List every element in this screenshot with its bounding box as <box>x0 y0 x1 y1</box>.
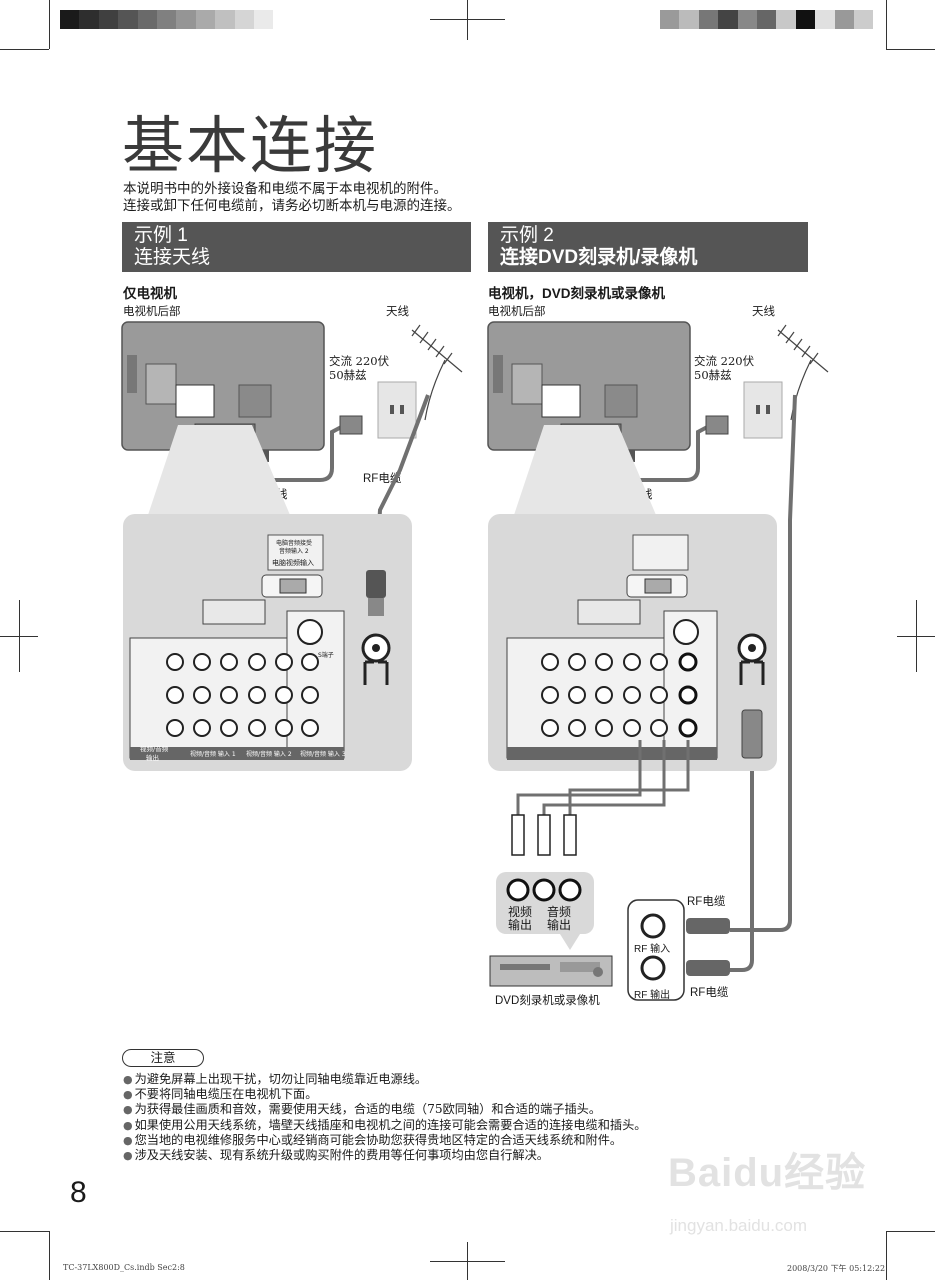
ex1-s-terminal-label: S端子 <box>318 652 334 659</box>
ex2-video-out-line-2: 输出 <box>508 918 533 932</box>
ex2-rf-cable-bottom-label: RF电缆 <box>690 987 729 999</box>
note-item: 如果使用公用天线系统，墙壁天线插座和电视机之间的连接可能会需要合适的连接电缆和插… <box>123 1118 647 1133</box>
ex1-av-out-2: 输出 <box>146 754 159 762</box>
dvd-recorder-device <box>489 955 613 987</box>
example2-number: 示例 2 <box>500 225 554 246</box>
ex2-rf-in-label: RF 输入 <box>634 944 671 955</box>
baidu-watermark: Baidu经验 <box>668 1151 867 1195</box>
ex1-in1-label: 视频/音频 输入 1 <box>190 751 236 758</box>
note-item: 为避免屏幕上出现干扰，切勿让同轴电缆靠近电源线。 <box>123 1072 646 1087</box>
example2-subtitle: 电视机，DVD刻录机或录像机 <box>488 286 666 301</box>
notes-header: 注意 <box>122 1049 204 1067</box>
ex1-ac-label-1: 交流 220伏 <box>329 354 390 368</box>
ex1-av-out-1: 视频/音频 <box>140 745 169 753</box>
footer-file: TC-37LX800D_Cs.indb Sec2:8 <box>63 1263 185 1272</box>
ex2-tv-back-label: 电视机后部 <box>488 304 546 318</box>
ex1-antenna <box>411 324 463 421</box>
grayscale-bar-left <box>60 10 274 29</box>
note-item: 为获得最佳画质和音效，需要使用天线，合适的电缆（75欧同轴）和合适的端子插头。 <box>123 1102 646 1117</box>
ex1-ac-label-2: 50赫兹 <box>329 368 367 382</box>
note-item: 涉及天线安装、现有系统升级或购买附件的费用等任何事项均由您自行解决。 <box>123 1148 646 1163</box>
ex1-antenna-label: 天线 <box>386 304 409 318</box>
ex2-dvd-label: DVD刻录机或录像机 <box>495 995 600 1007</box>
ex1-rf-cable-label: RF电缆 <box>363 473 402 485</box>
page-title: 基本连接 <box>122 112 379 181</box>
notes-list: 为避免屏幕上出现干扰，切勿让同轴电缆靠近电源线。 不要将同轴电缆压在电视机下面。… <box>123 1072 647 1163</box>
grayscale-bar-right <box>660 10 874 29</box>
baidu-watermark-url: jingyan.baidu.com <box>670 1216 808 1235</box>
page-number: 8 <box>70 1176 87 1209</box>
example2-header: 示例 2 连接DVD刻录机/录像机 <box>488 222 808 272</box>
footer-date: 2008/3/20 下午 05:12:22 <box>787 1264 886 1273</box>
ex1-pc-tag-2: 音频输入 2 <box>279 548 309 555</box>
intro-text: 本说明书中的外接设备和电缆不属于本电视机的附件。 连接或卸下任何电缆前，请务必切… <box>123 181 461 215</box>
note-item: 不要将同轴电缆压在电视机下面。 <box>123 1087 646 1102</box>
example1-title: 连接天线 <box>134 247 211 268</box>
ex1-pc-input-label: 电脑视频输入 <box>272 559 314 567</box>
ex2-ac-label-2: 50赫兹 <box>694 368 732 382</box>
ex2-rf-cable-top-label: RF电缆 <box>687 896 726 908</box>
ex2-video-out-label: 视频 输出 <box>508 906 532 932</box>
ex2-audio-out-line-1: 音频 <box>547 905 572 919</box>
ex2-audio-out-label: 音频 输出 <box>547 906 571 932</box>
example1-subtitle: 仅电视机 <box>123 286 177 301</box>
example1-header: 示例 1 连接天线 <box>122 222 471 272</box>
ex2-rf-out-label: RF 输出 <box>634 990 671 1001</box>
ex1-pc-tag-1: 电脑音频接受 <box>276 540 313 547</box>
ex1-tv-back-label: 电视机后部 <box>123 304 181 318</box>
ex1-in2-label: 视频/音频 输入 2 <box>246 751 292 758</box>
example2-title: 连接DVD刻录机/录像机 <box>500 247 698 268</box>
ex2-ac-label-1: 交流 220伏 <box>694 354 755 368</box>
example1-number: 示例 1 <box>134 225 188 246</box>
ex2-antenna-label: 天线 <box>752 304 775 318</box>
ex2-audio-out-line-2: 输出 <box>547 918 572 932</box>
ex1-in3-label: 视频/音频 输入 3 <box>300 751 346 758</box>
ex2-video-out-line-1: 视频 <box>508 905 533 919</box>
note-item: 您当地的电视维修服务中心或经销商可能会协助您获得贵地区特定的合适天线系统和附件。 <box>123 1133 646 1148</box>
intro-line-2: 连接或卸下任何电缆前，请务必切断本机与电源的连接。 <box>123 198 461 214</box>
intro-line-1: 本说明书中的外接设备和电缆不属于本电视机的附件。 <box>123 181 447 197</box>
